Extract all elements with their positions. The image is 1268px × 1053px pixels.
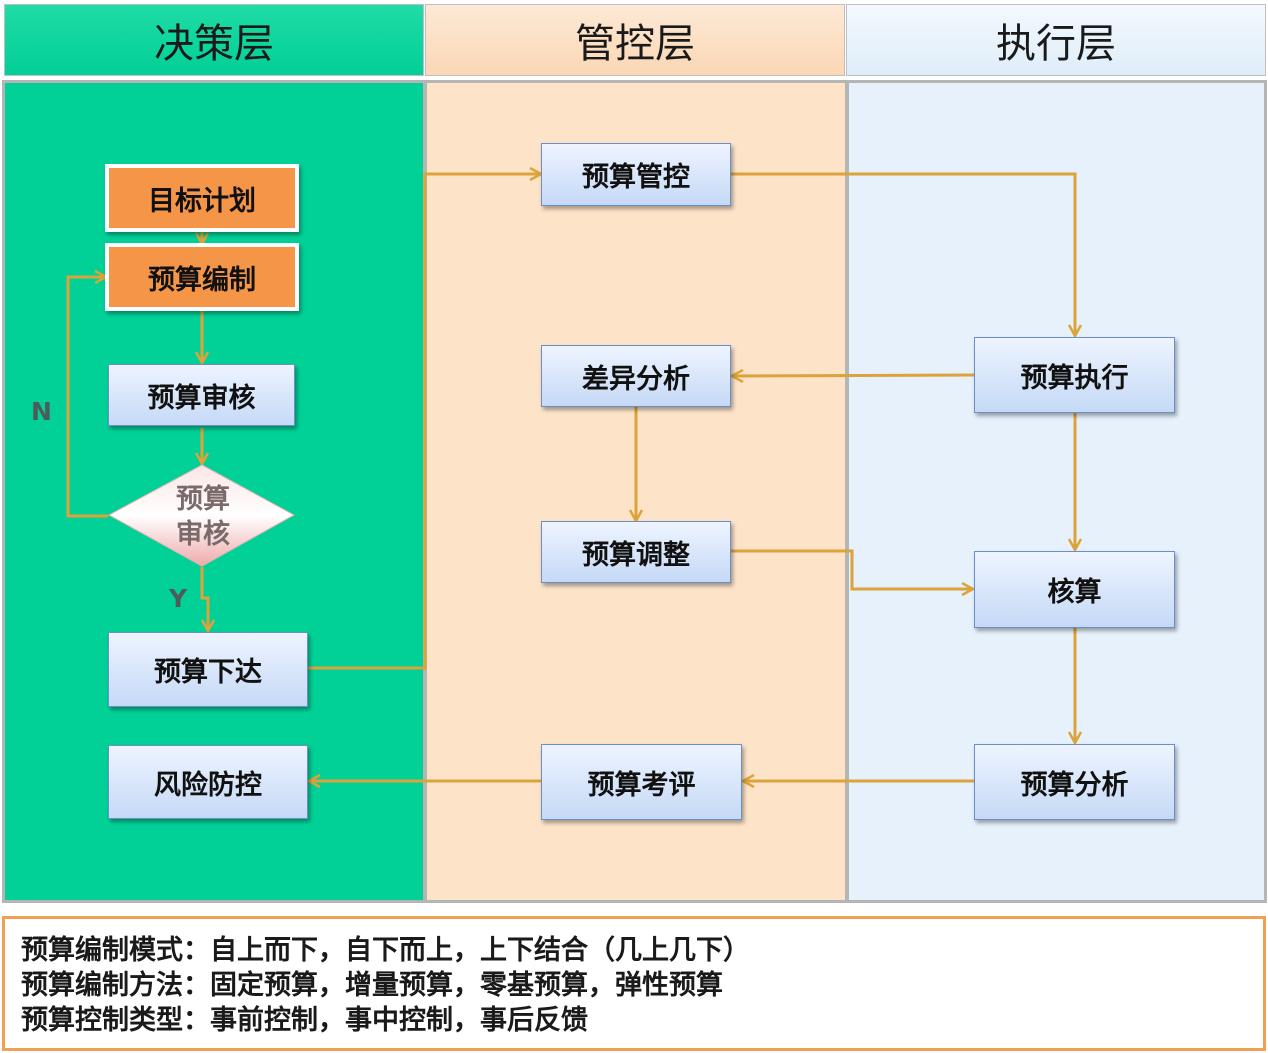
- arrow-issue-to-control: [308, 174, 540, 670]
- node-budget-review: 预算审核: [108, 364, 295, 426]
- node-variance-analysis: 差异分析: [541, 345, 731, 407]
- notes-panel: 预算编制模式：自上而下，自下而上，上下结合（几上几下） 预算编制方法：固定预算，…: [2, 916, 1266, 1051]
- node-budget-analysis: 预算分析: [974, 744, 1175, 820]
- node-budget-adjust: 预算调整: [541, 521, 731, 583]
- node-budget-compile: 预算编制: [105, 243, 299, 311]
- note-compile-method: 预算编制方法：固定预算，增量预算，零基预算，弹性预算: [21, 970, 723, 1001]
- decision-label: 预算审核: [176, 484, 230, 550]
- note-compile-mode: 预算编制模式：自上而下，自下而上，上下结合（几上几下）: [21, 935, 750, 966]
- lane-header-control: 管控层: [425, 4, 845, 76]
- flow-connectors: [66, 0, 1268, 910]
- arrow-execution-to-variance: [733, 375, 975, 376]
- node-budget-control: 预算管控: [541, 143, 731, 206]
- no-branch-label: N: [31, 397, 52, 426]
- node-budget-execution: 预算执行: [974, 337, 1175, 413]
- node-target-plan: 目标计划: [105, 164, 299, 232]
- decision-diamond: [107, 464, 296, 567]
- lane-header-execution: 执行层: [846, 4, 1266, 76]
- node-budget-issue: 预算下达: [108, 632, 308, 707]
- lane-header-decision: 决策层: [4, 4, 424, 76]
- yes-branch-label: Y: [169, 584, 188, 613]
- arrow-adjust-to-accounting: [731, 549, 972, 589]
- arrow-control-to-execution: [731, 172, 1075, 335]
- arrow-yes-to-issue: [200, 567, 208, 630]
- node-risk-control: 风险防控: [108, 745, 308, 819]
- arrow-no-loop: [66, 277, 108, 518]
- note-control-type: 预算控制类型：事前控制，事中控制，事后反馈: [21, 1005, 588, 1036]
- node-accounting: 核算: [974, 551, 1175, 628]
- node-budget-evaluation: 预算考评: [541, 744, 742, 820]
